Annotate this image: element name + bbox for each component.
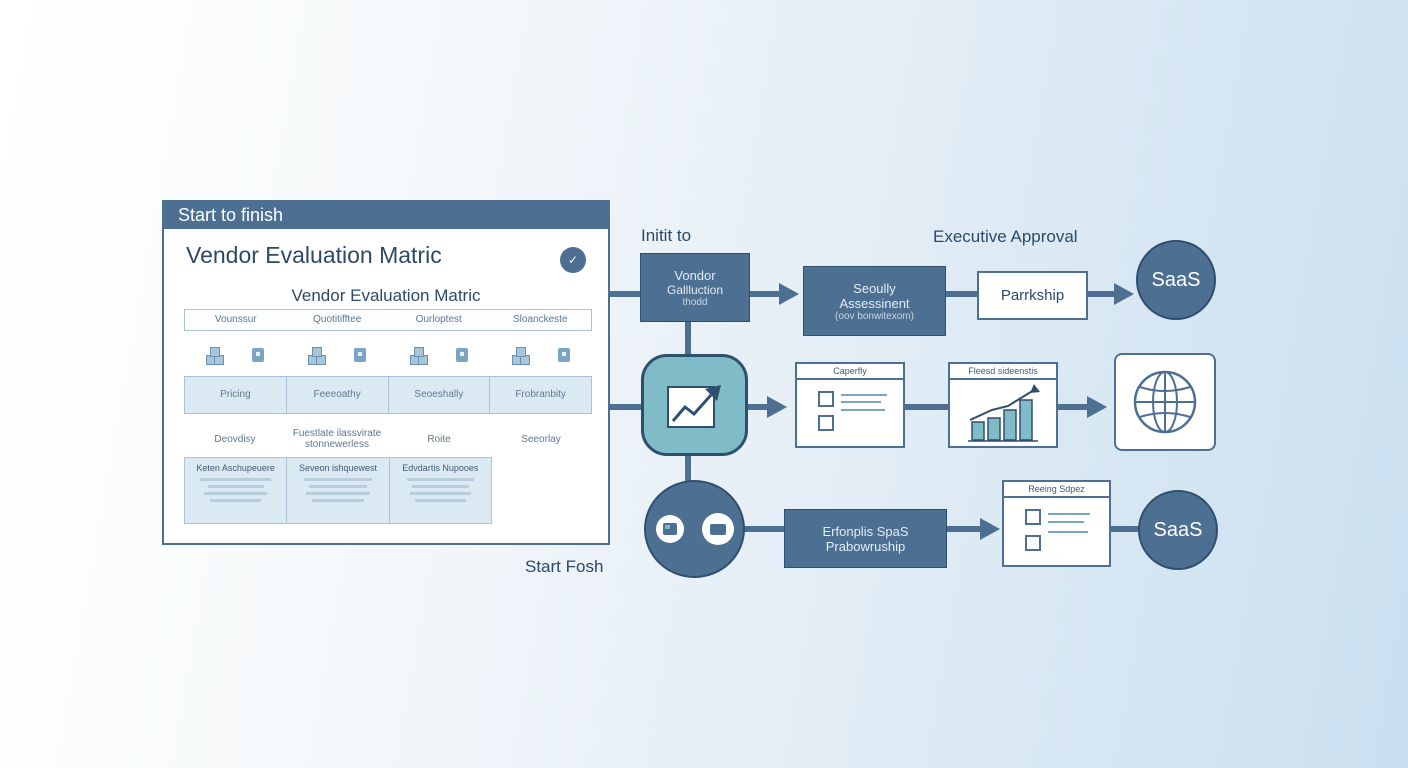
connector xyxy=(685,322,691,355)
check-icon[interactable]: ✓ xyxy=(560,247,586,273)
trend-up-icon xyxy=(666,385,721,428)
box-line: Erfonplis SpaS xyxy=(822,523,909,539)
panel-title: Fleesd sideenstis xyxy=(950,364,1056,380)
criteria-cell[interactable]: Feeeoathy xyxy=(287,377,389,413)
panel-title: Reeing Sdpez xyxy=(1004,482,1109,498)
misc-row: Deovdisy Fuestlate ilassvirate stonnewer… xyxy=(184,422,592,456)
label-init: Initit to xyxy=(641,226,692,245)
vendor-name: Keten Aschupeuere xyxy=(196,463,275,473)
checklist-icon xyxy=(1025,509,1090,551)
tag-icon xyxy=(354,348,366,362)
chart-panel[interactable]: Fleesd sideenstis xyxy=(948,362,1058,448)
saas-circle-bottom[interactable]: SaaS xyxy=(1138,490,1218,570)
cubes-icon xyxy=(512,346,536,365)
cubes-icon xyxy=(410,346,434,365)
vendor-name: Seveon ishquewest xyxy=(298,463,378,473)
connector xyxy=(1058,404,1088,410)
arrow-icon xyxy=(980,518,1000,540)
icon-group xyxy=(490,344,592,366)
column-header: Quotitifftee xyxy=(313,314,362,325)
saas-circle-top[interactable]: SaaS xyxy=(1136,240,1216,320)
vendor-cell[interactable]: Keten Aschupeuere xyxy=(185,458,288,523)
box-line: Gallluction xyxy=(666,282,724,297)
box-line: Prabowruship xyxy=(825,538,906,554)
misc-cell: Seeorlay xyxy=(521,433,561,445)
trend-node[interactable] xyxy=(641,354,748,456)
enterprise-saas-box[interactable]: Erfonplis SpaS Prabowruship xyxy=(784,509,947,568)
bottom-panel[interactable]: Reeing Sdpez xyxy=(1002,480,1111,567)
criteria-cell[interactable]: Seoeshally xyxy=(389,377,491,413)
card-title: Vendor Evaluation Matric xyxy=(186,242,442,268)
vendor-evaluation-card: Start to finish Vendor Evaluation Matric… xyxy=(162,200,610,545)
icon-group xyxy=(286,344,388,366)
column-header: Ourloptest xyxy=(415,314,462,325)
vendor-cell[interactable]: Seveon ishquewest xyxy=(287,458,390,523)
arrow-icon xyxy=(767,396,787,418)
security-assessment-box[interactable]: Seoully Assessinent (oov bonwitexom) xyxy=(803,266,946,336)
icon-group xyxy=(184,344,286,366)
column-header: Sloanckeste xyxy=(513,314,568,325)
vendor-row: Keten Aschupeuere Seveon ishquewest Edvd… xyxy=(184,457,492,524)
vendor-name: Edvdartis Nupooes xyxy=(402,463,479,473)
cubes-icon xyxy=(206,346,230,365)
globe-node[interactable] xyxy=(1114,353,1216,451)
tag-icon xyxy=(558,348,570,362)
bar-chart-icon xyxy=(968,384,1040,442)
vendor-cell[interactable]: Edvdartis Nupooes xyxy=(390,458,491,523)
card-header: Start to finish xyxy=(164,202,608,229)
capability-panel[interactable]: Caperfly xyxy=(795,362,905,448)
panel-title: Caperfly xyxy=(797,364,903,380)
label-start-fosh: Start Fosh xyxy=(525,557,604,576)
connector xyxy=(1087,291,1115,297)
matrix-icon-row xyxy=(184,344,592,366)
folder-icon xyxy=(701,513,734,545)
tag-icon xyxy=(456,348,468,362)
tag-icon xyxy=(252,348,264,362)
connector xyxy=(946,291,978,297)
connector xyxy=(1110,526,1140,532)
misc-cell: Fuestlate ilassvirate stonnewerless xyxy=(292,428,382,450)
arrow-icon xyxy=(1114,283,1134,305)
card-subtitle: Vendor Evaluation Matric xyxy=(291,286,481,305)
connector xyxy=(905,404,949,410)
connector xyxy=(610,291,640,297)
criteria-row: Pricing Feeeoathy Seoeshally Frobranbity xyxy=(184,376,592,414)
box-line: Vondor xyxy=(674,267,716,283)
connector xyxy=(750,291,780,297)
icon-group xyxy=(388,344,490,366)
checklist-icon xyxy=(818,391,887,431)
matrix-header-row: Vounssur Quotitifftee Ourloptest Sloanck… xyxy=(184,309,592,331)
vendor-evaluation-box[interactable]: Vondor Gallluction thodd xyxy=(640,253,750,322)
box-line: Assessinent xyxy=(839,295,910,311)
arrow-icon xyxy=(1087,396,1107,418)
label-executive-approval: Executive Approval xyxy=(933,227,1078,246)
connector xyxy=(946,526,982,532)
connector xyxy=(748,404,768,410)
box-line: Seoully xyxy=(853,280,896,296)
misc-cell: Roite xyxy=(427,433,451,445)
column-header: Vounssur xyxy=(214,314,257,325)
misc-cell: Deovdisy xyxy=(214,433,256,445)
criteria-cell[interactable]: Frobranbity xyxy=(515,389,566,400)
tools-circle[interactable] xyxy=(644,480,745,578)
criteria-cell[interactable]: Pricing xyxy=(185,377,287,413)
arrow-icon xyxy=(779,283,799,305)
connector xyxy=(685,456,691,482)
box-line: thodd xyxy=(682,296,708,308)
connector xyxy=(610,404,642,410)
gallery-icon xyxy=(655,515,684,543)
cubes-icon xyxy=(308,346,332,365)
partnership-box[interactable]: Parrkship xyxy=(977,271,1088,320)
box-line: (oov bonwitexom) xyxy=(835,310,914,322)
globe-icon xyxy=(1133,370,1197,434)
connector xyxy=(744,526,784,532)
